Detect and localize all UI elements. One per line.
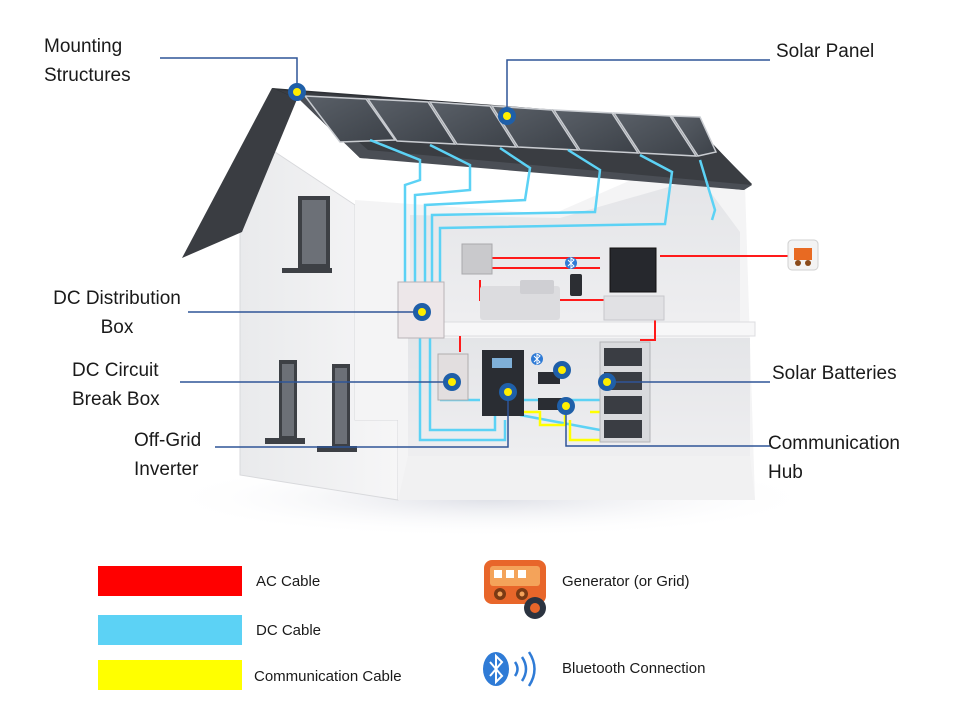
- marker-solar-panel: [498, 107, 516, 125]
- lower-window-right: [317, 364, 357, 452]
- roof-left-slope: [182, 88, 300, 258]
- phone: [570, 274, 582, 296]
- marker-solar-batteries: [598, 373, 616, 391]
- legend-label-generator: Generator (or Grid): [562, 573, 690, 590]
- legend-swatch-communication-cable: [98, 660, 242, 690]
- marker-dc-circuit-break-box: [443, 373, 461, 391]
- legend-swatch-dc-cable: [98, 615, 242, 645]
- label-solar-panel: Solar Panel: [776, 41, 875, 62]
- bluetooth-icon-lower: [531, 353, 543, 365]
- marker-mounting-structures: [288, 83, 306, 101]
- label-off-grid-inverter: Off-Grid Inverter: [134, 430, 202, 480]
- legend-label-ac-cable: AC Cable: [256, 573, 321, 590]
- sofa-cushion: [520, 280, 554, 294]
- dc-cable-paths: [369, 138, 717, 442]
- marker-inverter: [499, 383, 517, 401]
- label-communication-hub: Communication Hub: [768, 433, 900, 483]
- house-generator-icon: [787, 239, 819, 271]
- inverter-display: [492, 358, 512, 368]
- generator-icon: [484, 560, 546, 619]
- bluetooth-icon-upper: [565, 257, 577, 269]
- ground-floor-floor: [398, 456, 755, 500]
- sofa: [480, 286, 560, 320]
- upper-floor-slab: [404, 321, 756, 337]
- marker-dc-distribution-box: [413, 303, 431, 321]
- label-mounting-structures: Mounting Structures: [44, 36, 131, 86]
- upper-distribution-panel: [461, 243, 493, 275]
- bluetooth-icon: [483, 651, 536, 687]
- upper-window: [282, 196, 332, 273]
- tv-screen: [609, 247, 657, 293]
- callout-lines: [160, 57, 770, 448]
- label-solar-batteries: Solar Batteries: [772, 363, 897, 384]
- tv-stand: [603, 295, 665, 321]
- ac-cable-paths: [459, 255, 790, 352]
- roof-front-edge: [300, 95, 752, 190]
- communication-hub-unit: [538, 372, 560, 384]
- marker-hub-top: [553, 361, 571, 379]
- marker-communication-hub: [557, 397, 575, 415]
- legend-label-dc-cable: DC Cable: [256, 622, 322, 639]
- battery-rack: [599, 341, 651, 443]
- legend-swatch-ac-cable: [98, 566, 242, 596]
- callout-markers: [288, 83, 616, 415]
- label-dc-distribution-box: DC Distribution Box: [53, 288, 181, 338]
- label-dc-circuit-break-box: DC Circuit Break Box: [72, 360, 160, 410]
- legend-label-communication-cable: Communication Cable: [254, 668, 402, 685]
- legend-label-bluetooth: Bluetooth Connection: [562, 660, 706, 677]
